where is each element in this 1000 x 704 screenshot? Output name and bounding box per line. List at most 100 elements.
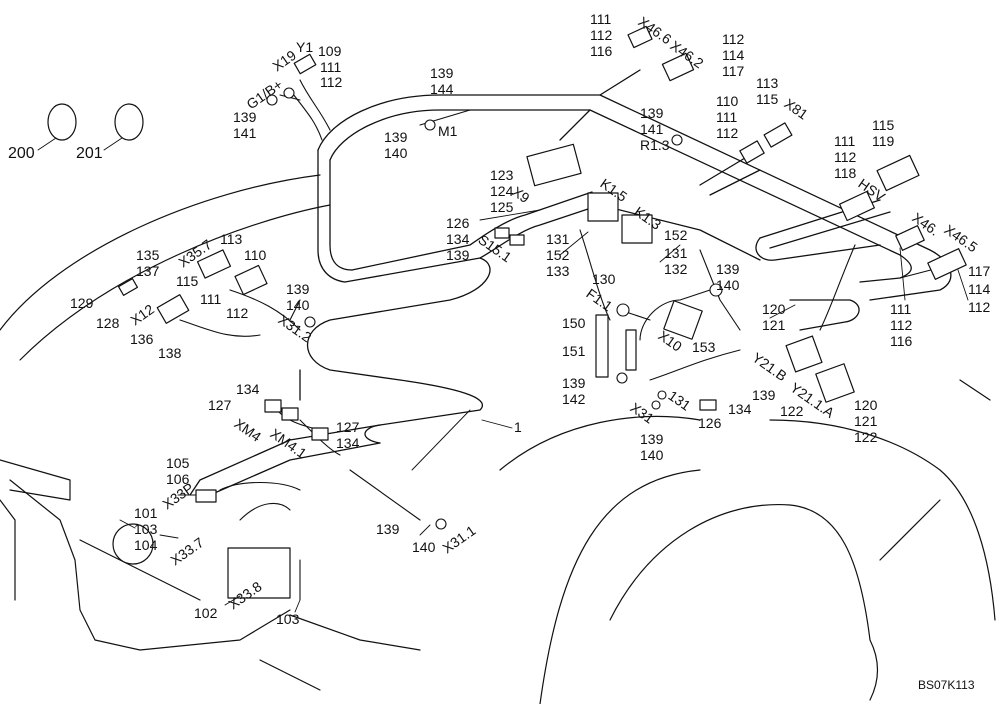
label-118: 118 <box>834 165 857 181</box>
label-127: 127 <box>208 397 232 413</box>
label-115: 115 <box>176 273 199 289</box>
label-112: 112 <box>968 299 991 315</box>
label-122: 122 <box>854 429 878 445</box>
label-116: 116 <box>590 43 613 59</box>
label-134: 134 <box>336 435 360 451</box>
label-133: 133 <box>546 263 570 279</box>
connectors <box>47 25 967 599</box>
label-125: 125 <box>490 199 514 215</box>
label-113: 113 <box>220 231 243 247</box>
label-103: 103 <box>134 521 158 537</box>
label-142: 142 <box>562 391 586 407</box>
ring-terminals <box>266 87 723 530</box>
label-140: 140 <box>640 447 664 463</box>
label-121: 121 <box>854 413 878 429</box>
label-111: 111 <box>590 11 612 27</box>
label-137: 137 <box>136 263 160 279</box>
label-139: 139 <box>752 387 776 403</box>
label-128: 128 <box>96 315 120 331</box>
label-117: 117 <box>968 263 991 279</box>
label-115: 115 <box>872 117 895 133</box>
label-122: 122 <box>780 403 804 419</box>
label-112: 112 <box>716 125 739 141</box>
label-111: 111 <box>320 59 342 75</box>
label-111: 111 <box>716 109 738 125</box>
label-134: 134 <box>236 381 260 397</box>
label-101: 101 <box>134 505 158 521</box>
label-201: 201 <box>76 145 103 162</box>
label-139: 139 <box>716 261 740 277</box>
label-117: 117 <box>722 63 745 79</box>
label-111: 111 <box>890 301 912 317</box>
machine-outline <box>0 174 996 704</box>
label-139: 139 <box>640 431 664 447</box>
label-1: 1 <box>514 419 522 435</box>
label-129: 129 <box>70 295 94 311</box>
label-103: 103 <box>276 611 300 627</box>
label-150: 150 <box>562 315 586 331</box>
label-111: 111 <box>200 291 222 307</box>
label-140: 140 <box>286 297 310 313</box>
label-121: 121 <box>762 317 786 333</box>
label-112: 112 <box>890 317 913 333</box>
label-112: 112 <box>722 31 745 47</box>
label-114: 114 <box>968 281 991 297</box>
label-114: 114 <box>722 47 745 63</box>
main-harness <box>189 69 952 496</box>
leader-lines <box>37 137 969 613</box>
label-119: 119 <box>872 133 895 149</box>
label-104: 104 <box>134 537 158 553</box>
label-141: 141 <box>233 125 257 141</box>
label-134: 134 <box>446 231 470 247</box>
label-m1: M1 <box>438 123 458 139</box>
label-139: 139 <box>384 129 408 145</box>
label-152: 152 <box>664 227 688 243</box>
label-120: 120 <box>762 301 786 317</box>
drawing-code: BS07K113 <box>918 678 975 692</box>
label-151: 151 <box>562 343 586 359</box>
label-r1-3: R1.3 <box>640 137 670 153</box>
label-141: 141 <box>640 121 664 137</box>
label-106: 106 <box>166 471 190 487</box>
label-111: 111 <box>834 133 856 149</box>
label-139: 139 <box>286 281 310 297</box>
label-131: 131 <box>664 245 688 261</box>
label-139: 139 <box>562 375 586 391</box>
label-110: 110 <box>244 247 267 263</box>
label-134: 134 <box>728 401 752 417</box>
label-132: 132 <box>664 261 688 277</box>
label-139: 139 <box>233 109 257 125</box>
label-152: 152 <box>546 247 570 263</box>
branch-wires <box>179 79 951 601</box>
label-126: 126 <box>698 415 722 431</box>
label-113: 113 <box>756 75 779 91</box>
label-138: 138 <box>158 345 182 361</box>
label-131: 131 <box>546 231 570 247</box>
label-109: 109 <box>318 43 342 59</box>
label-124: 124 <box>490 183 514 199</box>
label-144: 144 <box>430 81 454 97</box>
label-139: 139 <box>640 105 664 121</box>
label-112: 112 <box>226 305 249 321</box>
label-112: 112 <box>590 27 613 43</box>
label-120: 120 <box>854 397 878 413</box>
label-112: 112 <box>320 74 343 90</box>
label-126: 126 <box>446 215 470 231</box>
label-200: 200 <box>8 145 35 162</box>
label-105: 105 <box>166 455 190 471</box>
label-y1: Y1 <box>296 39 314 55</box>
label-136: 136 <box>130 331 154 347</box>
label-112: 112 <box>834 149 857 165</box>
label-127: 127 <box>336 419 360 435</box>
label-116: 116 <box>890 333 913 349</box>
label-135: 135 <box>136 247 160 263</box>
label-140: 140 <box>412 539 436 555</box>
label-102: 102 <box>194 605 218 621</box>
label-140: 140 <box>384 145 408 161</box>
label-139: 139 <box>430 65 454 81</box>
label-140: 140 <box>716 277 740 293</box>
label-139: 139 <box>446 247 470 263</box>
label-130: 130 <box>592 271 616 287</box>
